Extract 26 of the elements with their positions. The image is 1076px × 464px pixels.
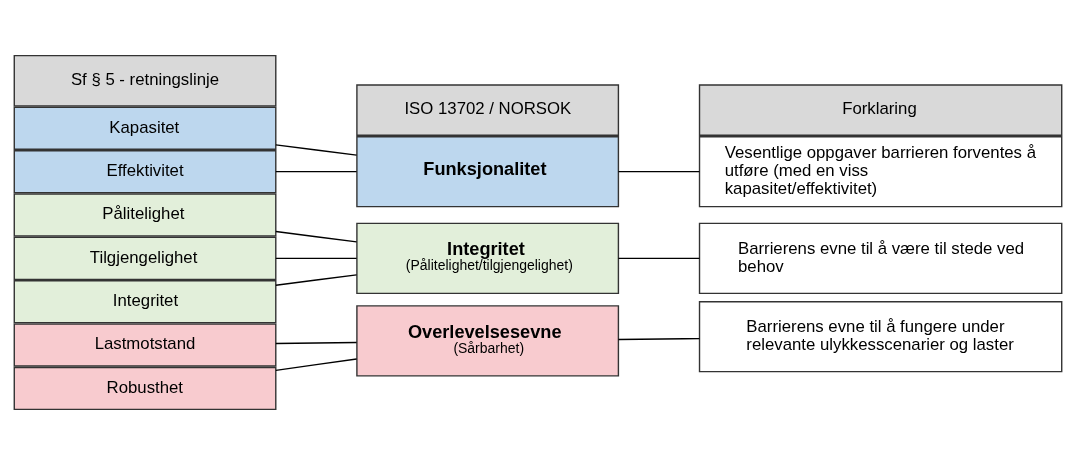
connector (275, 357, 358, 371)
connector (275, 257, 358, 259)
connector (275, 341, 358, 344)
connector (617, 337, 701, 340)
node-box: Forklaring (698, 83, 1063, 136)
connector (617, 257, 701, 259)
node-box: Overlevelsesevne (Sårbarhet) (356, 304, 620, 377)
node-box: Barrierens evne til å være til stede ved behov (698, 222, 1063, 294)
node-box: Sf § 5 - retningslinje (13, 54, 277, 107)
node-box: Robusthet (13, 366, 277, 410)
node-box: Vesentlige oppgaver barrieren forventes å utføre (med en viss kapasitet/effektivitet) (698, 135, 1063, 207)
node-box: Lastmotstand (13, 322, 277, 367)
node-box: Effektivitet (13, 149, 277, 193)
connector (275, 170, 358, 172)
node-box: Funksjonalitet (356, 135, 620, 207)
node-box: Pålitelighet (13, 192, 277, 237)
node-box: Integritet (Pålitelighet/tilgjengelighet) (356, 222, 620, 294)
node-box: Integritet (13, 279, 277, 323)
connector (275, 143, 358, 156)
node-box: ISO 13702 / NORSOK (356, 83, 620, 136)
connector (275, 230, 358, 243)
node-box: Tilgjengelighet (13, 236, 277, 280)
node-box: Barrierens evne til å fungere under relevante ulykkesscenarier og laster (698, 300, 1063, 372)
connector (617, 170, 701, 172)
node-box: Kapasitet (13, 106, 277, 150)
connector (275, 273, 358, 286)
